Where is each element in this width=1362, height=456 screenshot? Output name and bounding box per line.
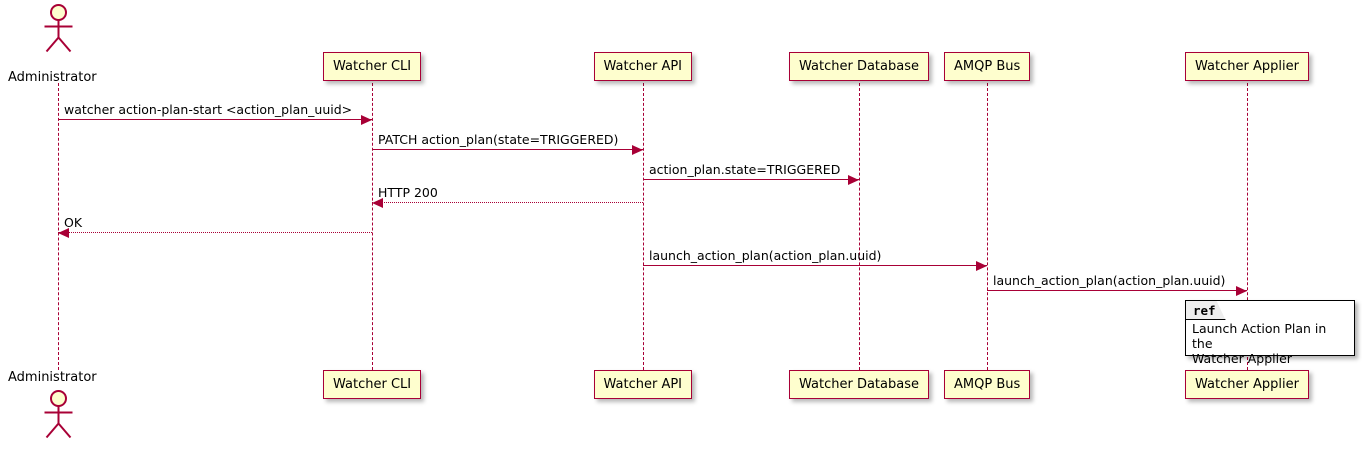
participant-amqp-bus-bottom[interactable]: AMQP Bus [944, 370, 1031, 399]
arrow-head-msg-3 [848, 174, 859, 185]
actor-administrator-bottom [37, 388, 79, 440]
lifeline-administrator [58, 83, 59, 370]
participant-watcher-api-bottom[interactable]: Watcher API [593, 370, 693, 399]
message-label-msg-7: launch_action_plan(action_plan.uuid) [993, 273, 1226, 288]
message-label-msg-3: action_plan.state=TRIGGERED [649, 162, 841, 177]
lifeline-watcher-api [643, 83, 644, 370]
actor-figure-icon [44, 390, 73, 439]
message-line-msg-3 [643, 179, 859, 180]
message-label-msg-4: HTTP 200 [378, 185, 438, 200]
lifeline-watcher-applier [1247, 83, 1248, 370]
arrow-head-msg-5 [58, 227, 69, 238]
participant-watcher-database-top[interactable]: Watcher Database [789, 52, 929, 81]
message-line-msg-2 [372, 149, 643, 150]
participant-amqp-bus-top[interactable]: AMQP Bus [944, 52, 1031, 81]
message-line-msg-1 [58, 119, 372, 120]
lifeline-amqp-bus [987, 83, 988, 370]
ref-fragment-text-line2: Watcher Applier [1192, 351, 1292, 366]
arrow-head-msg-7 [1236, 285, 1247, 296]
arrow-head-msg-1 [361, 114, 372, 125]
lifeline-watcher-cli [372, 83, 373, 370]
arrow-head-msg-4 [372, 197, 383, 208]
message-line-msg-7 [987, 290, 1247, 291]
arrow-head-msg-2 [632, 144, 643, 155]
message-label-msg-2: PATCH action_plan(state=TRIGGERED) [378, 132, 619, 147]
message-label-msg-5: OK [64, 215, 83, 230]
participant-watcher-cli-top[interactable]: Watcher CLI [323, 52, 422, 81]
ref-fragment-text-line1: Launch Action Plan in the [1192, 321, 1327, 351]
participant-watcher-api-top[interactable]: Watcher API [593, 52, 693, 81]
participant-watcher-cli-bottom[interactable]: Watcher CLI [323, 370, 422, 399]
message-label-msg-6: launch_action_plan(action_plan.uuid) [649, 248, 882, 263]
actor-figure-icon [44, 4, 73, 53]
actor-label-administrator-top: Administrator [8, 70, 97, 85]
ref-fragment-tab-label: ref [1186, 301, 1226, 320]
message-line-msg-5 [58, 232, 372, 233]
participant-watcher-database-bottom[interactable]: Watcher Database [789, 370, 929, 399]
message-label-msg-1: watcher action-plan-start <action_plan_u… [64, 102, 353, 117]
participant-watcher-applier-top[interactable]: Watcher Applier [1185, 52, 1309, 81]
message-line-msg-6 [643, 265, 987, 266]
actor-label-administrator-bottom: Administrator [8, 370, 97, 385]
arrow-head-msg-6 [976, 260, 987, 271]
actor-administrator-top [37, 2, 79, 54]
participant-watcher-applier-bottom[interactable]: Watcher Applier [1185, 370, 1309, 399]
message-line-msg-4 [372, 202, 643, 203]
lifeline-watcher-database [859, 83, 860, 370]
